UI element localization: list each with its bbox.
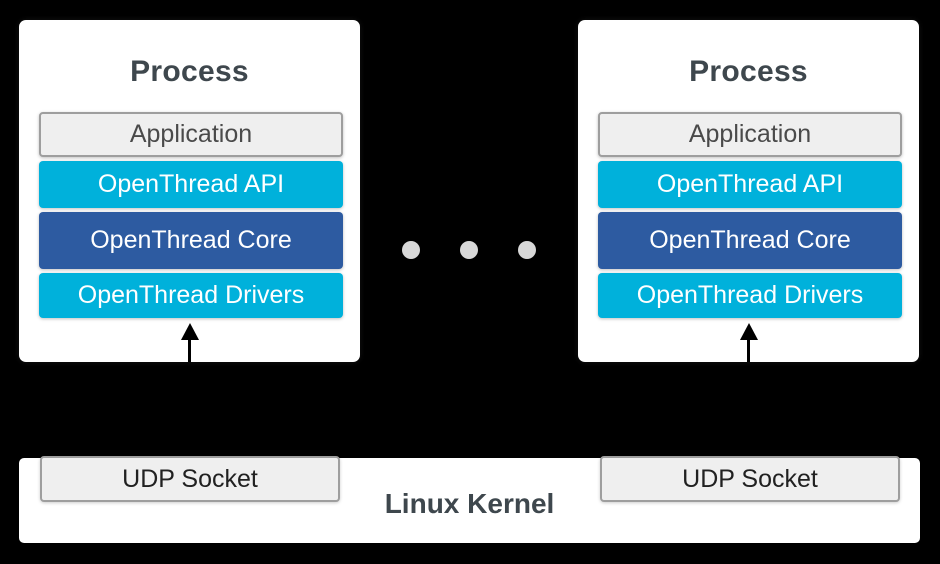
layer-application: Application bbox=[39, 112, 343, 157]
layer-application: Application bbox=[598, 112, 902, 157]
layer-openthread-api: OpenThread API bbox=[598, 161, 902, 208]
layer-openthread-core: OpenThread Core bbox=[39, 212, 343, 269]
ellipsis-dot bbox=[460, 241, 478, 259]
udp-socket-right: UDP Socket bbox=[600, 456, 900, 502]
layer-openthread-drivers: OpenThread Drivers bbox=[39, 273, 343, 318]
process-layers: Application OpenThread API OpenThread Co… bbox=[39, 112, 343, 322]
kernel-label: Linux Kernel bbox=[384, 488, 555, 519]
arrow-head bbox=[180, 323, 199, 340]
layer-openthread-core: OpenThread Core bbox=[598, 212, 902, 269]
udp-socket-left: UDP Socket bbox=[40, 456, 340, 502]
ellipsis-icon bbox=[360, 241, 578, 259]
layer-openthread-api: OpenThread API bbox=[39, 161, 343, 208]
ellipsis-dot bbox=[402, 241, 420, 259]
arrow-line bbox=[188, 340, 191, 362]
process-box-left: Process Application OpenThread API OpenT… bbox=[19, 20, 360, 362]
process-box-right: Process Application OpenThread API OpenT… bbox=[578, 20, 919, 362]
layer-openthread-drivers: OpenThread Drivers bbox=[598, 273, 902, 318]
arrow-head bbox=[739, 323, 758, 340]
ellipsis-dot bbox=[518, 241, 536, 259]
arrow-line bbox=[747, 340, 750, 362]
up-arrow-icon bbox=[180, 323, 199, 362]
process-title: Process bbox=[689, 55, 808, 88]
linux-kernel-bar: UDP Socket UDP Socket Linux Kernel bbox=[19, 456, 920, 543]
process-title: Process bbox=[130, 55, 249, 88]
up-arrow-icon bbox=[739, 323, 758, 362]
process-layers: Application OpenThread API OpenThread Co… bbox=[598, 112, 902, 322]
